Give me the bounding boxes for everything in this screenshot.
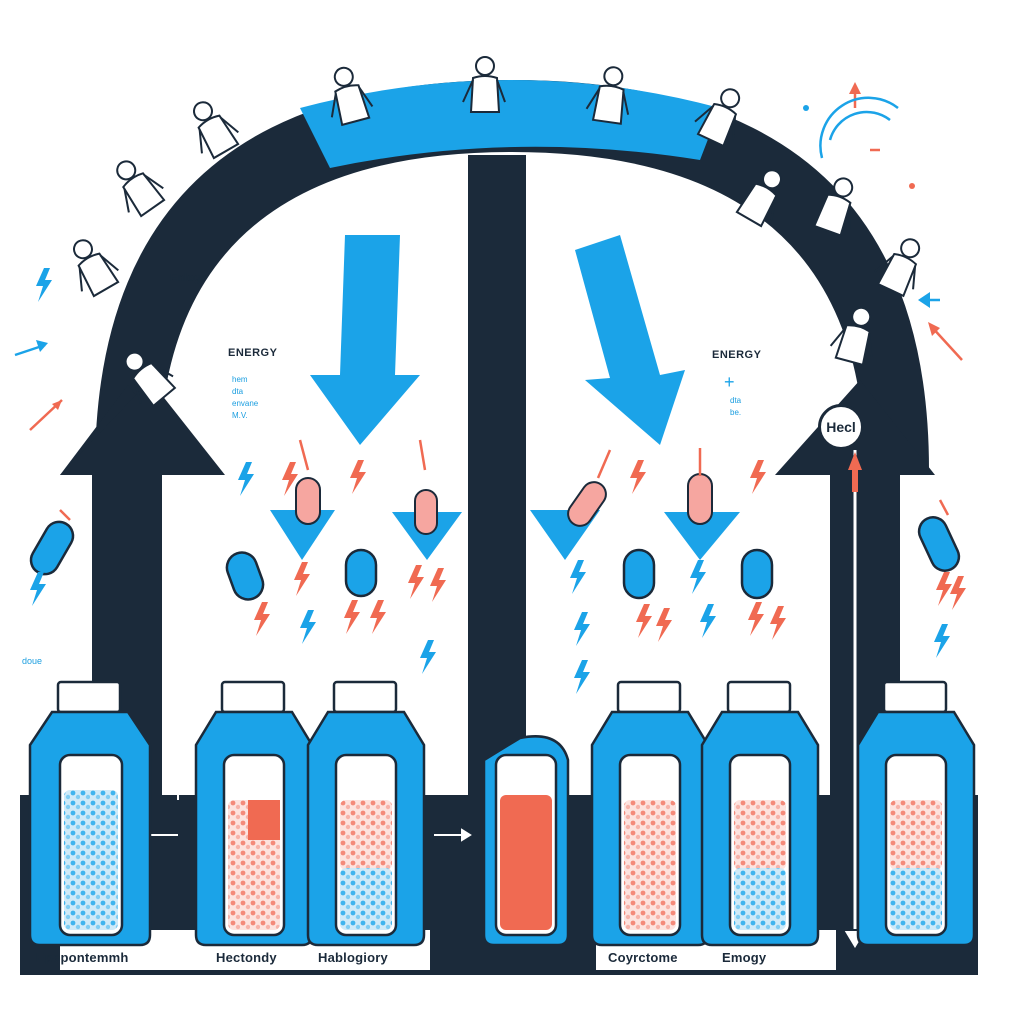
energy-right-note: be.	[730, 408, 742, 417]
blue-down-arrow-left	[310, 235, 420, 445]
bottle-icon	[856, 680, 976, 947]
plus-icon: +	[724, 372, 735, 392]
energy-left-note: envane	[232, 399, 259, 408]
bottle-icon	[700, 680, 820, 947]
energy-right-note: dta	[730, 396, 742, 405]
blue-down-arrow-right	[575, 235, 685, 445]
bottles	[28, 680, 976, 947]
bottom-label: Emogy	[722, 950, 767, 965]
energy-left-label: ENERGY	[228, 347, 278, 359]
starburst-icon	[803, 96, 915, 189]
accent-arrows	[14, 82, 963, 521]
bottle-icon	[306, 680, 426, 947]
energy-left-note: hem	[232, 375, 248, 384]
connector-arrows	[150, 489, 472, 842]
bottom-label: Coyrctome	[608, 950, 678, 965]
bottom-label: Epepontemmh	[36, 950, 129, 965]
arc-left-label: Enloge	[170, 272, 207, 284]
blue-capsules	[29, 516, 961, 601]
bottom-label: Hectondy	[216, 950, 277, 965]
bottom-label: Hablogiory	[318, 950, 388, 965]
hecl-label: Hecl	[826, 419, 856, 435]
energy-left-note: dta	[232, 387, 244, 396]
bottle-icon	[28, 680, 152, 947]
energy-left-note: M.V.	[232, 411, 248, 420]
pink-pills	[295, 473, 713, 535]
bottle-icon	[590, 680, 710, 947]
hecl-badge: Hecl	[818, 404, 864, 450]
dose-label: doue	[22, 656, 43, 666]
bottle-icon	[482, 735, 570, 947]
energy-right-label: ENERGY	[712, 349, 762, 361]
bottle-icon	[194, 680, 314, 947]
